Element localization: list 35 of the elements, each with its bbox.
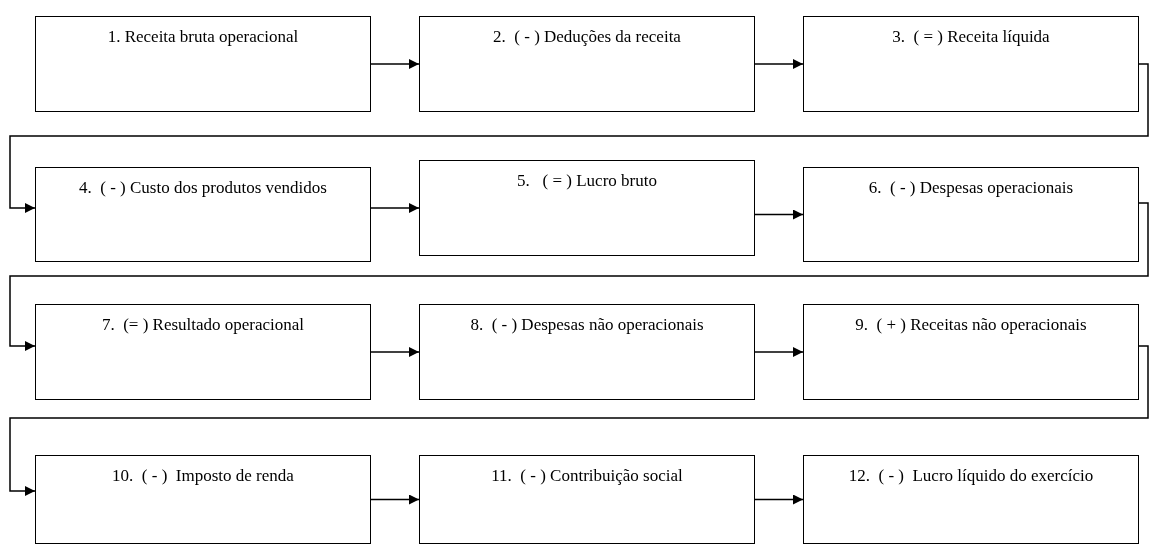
process-box bbox=[803, 304, 1139, 400]
step-label: 11. ( - ) Contribuição social bbox=[491, 465, 683, 487]
process-box bbox=[803, 455, 1139, 544]
arrow bbox=[754, 347, 804, 357]
step-label: 1. Receita bruta operacional bbox=[107, 26, 299, 48]
arrow bbox=[9, 345, 1149, 496]
process-box bbox=[803, 167, 1139, 262]
process-box bbox=[35, 16, 371, 112]
step-label: 10. ( - ) Imposto de renda bbox=[112, 465, 294, 487]
process-box bbox=[35, 455, 371, 544]
process-box bbox=[35, 167, 371, 262]
arrow bbox=[370, 347, 420, 357]
step-label: 8. ( - ) Despesas não operacionais bbox=[470, 314, 704, 336]
arrow bbox=[370, 59, 420, 69]
process-box bbox=[419, 304, 755, 400]
process-box bbox=[419, 16, 755, 112]
step-label: 4. ( - ) Custo dos produtos vendidos bbox=[79, 177, 327, 199]
process-box bbox=[419, 455, 755, 544]
step-label: 2. ( - ) Deduções da receita bbox=[493, 26, 681, 48]
process-box bbox=[803, 16, 1139, 112]
process-box bbox=[419, 160, 755, 256]
step-label: 6. ( - ) Despesas operacionais bbox=[868, 177, 1074, 199]
arrow bbox=[370, 203, 420, 213]
arrow bbox=[754, 209, 804, 220]
arrow bbox=[754, 494, 804, 505]
arrow bbox=[9, 63, 1149, 213]
step-label: 3. ( = ) Receita líquida bbox=[892, 26, 1050, 48]
process-box bbox=[35, 304, 371, 400]
arrow bbox=[754, 59, 804, 69]
step-label: 12. ( - ) Lucro líquido do exercício bbox=[848, 465, 1094, 487]
step-label: 9. ( + ) Receitas não operacionais bbox=[855, 314, 1087, 336]
arrow bbox=[370, 494, 420, 505]
step-label: 5. ( = ) Lucro bruto bbox=[517, 170, 657, 192]
step-label: 7. (= ) Resultado operacional bbox=[101, 314, 305, 336]
arrow bbox=[9, 202, 1149, 351]
